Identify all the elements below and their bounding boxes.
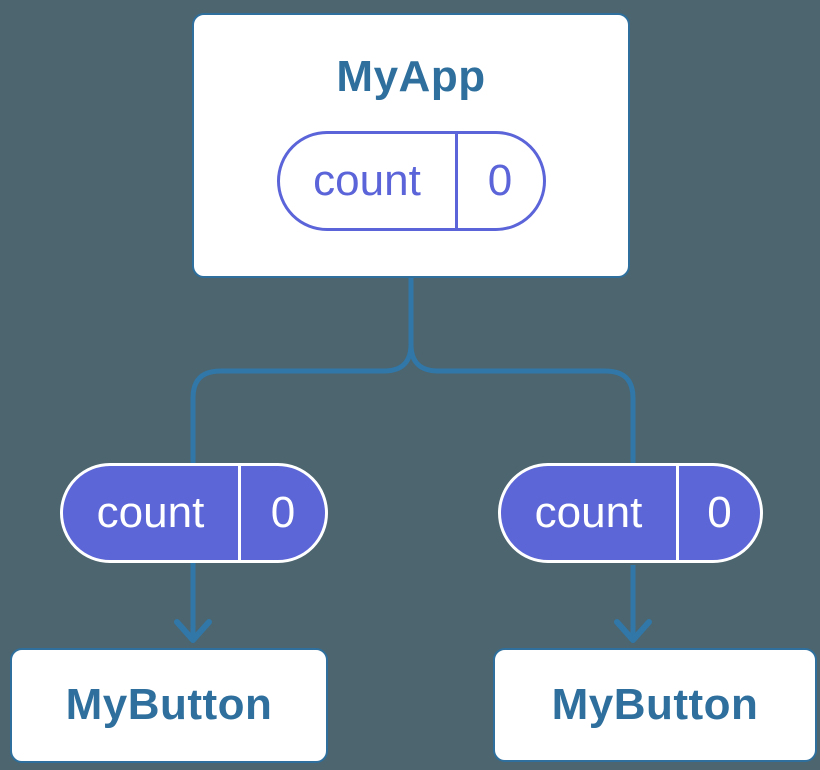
connector-branch-right — [408, 343, 636, 463]
prop-value: 0 — [676, 466, 760, 560]
connector-branch-left — [190, 343, 414, 463]
arrow-head-right — [614, 619, 652, 643]
prop-pill-right: count 0 — [498, 463, 763, 563]
arrow-head-left — [174, 619, 212, 643]
prop-name: count — [534, 488, 643, 537]
state-name: count — [313, 155, 421, 205]
state-pill: count 0 — [276, 130, 546, 231]
prop-value: 0 — [238, 466, 325, 560]
state-value: 0 — [454, 133, 543, 228]
component-title: MyButton — [551, 679, 759, 729]
component-title: MyButton — [65, 680, 273, 730]
prop-name: count — [96, 488, 205, 537]
component-card-mybutton-left: MyButton — [10, 648, 328, 763]
component-card-myapp: MyApp count 0 — [192, 13, 630, 278]
component-title: MyApp — [336, 52, 486, 101]
component-card-mybutton-right: MyButton — [493, 648, 817, 762]
prop-pill-left: count 0 — [60, 463, 328, 563]
